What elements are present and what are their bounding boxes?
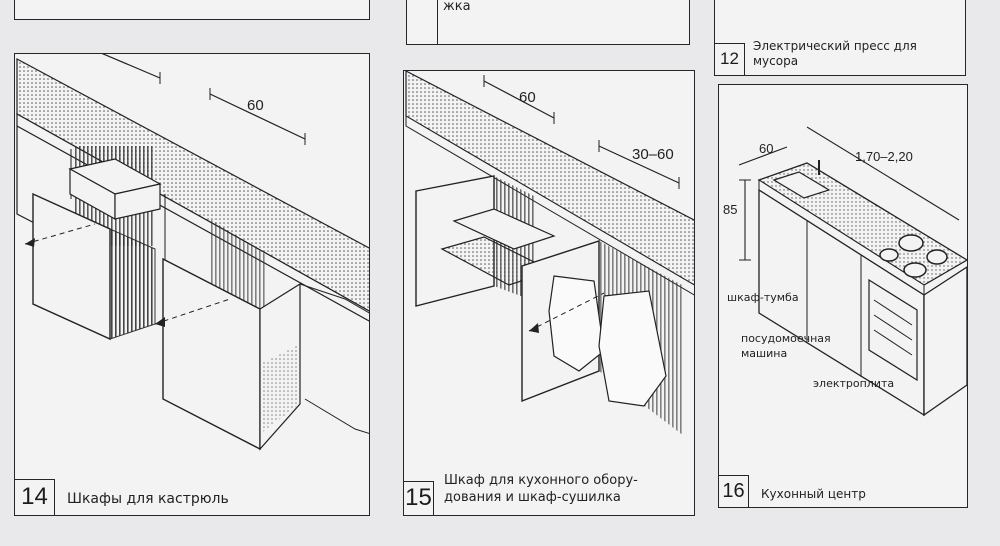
panel-16-label-dishwasher-2: машина [741,347,788,360]
panel-16-number: 16 [719,475,749,507]
panel-16-label-cabinet: шкаф-тумба [727,291,799,304]
towel-1 [548,275,605,372]
countertop [16,57,369,312]
panel-14-caption: Шкафы для кастрюль [67,491,229,507]
panel-16-label-stove: электроплита [813,377,895,390]
panel-16: 60 1,70–2,20 85 шкаф-тумба посудомоечная… [718,84,968,508]
panel-15-dim-a: 60 [519,89,536,106]
panel-15-number: 15 [404,481,434,515]
countertop [405,71,694,286]
shelf-upper [452,208,556,250]
towel-2 [598,290,667,407]
panel-16-label-dishwasher-1: посудомоечная [741,332,831,345]
top-middle-caption: жка [443,0,471,14]
panel-16-illustration [738,126,967,417]
hob-ring [879,248,899,262]
panel-16-caption: Кухонный центр [761,487,866,501]
panel-15-caption-line-1: Шкаф для кухонного обору- [444,473,638,488]
hob-ring [898,234,924,252]
panel-14-dim-b: 60 [247,97,264,114]
hob-ring [903,262,927,278]
panel-15-dim-b: 30–60 [632,146,674,163]
panel-12-number: 12 [715,43,745,75]
panel-15-illustration [405,71,694,436]
sink [772,171,831,199]
panel-14-number: 14 [15,479,55,515]
panel-14-dim-a: 60 [111,53,128,54]
panel-16-dim-height: 85 [723,202,738,217]
panel-15: 60 30–60 15 Шкаф для кухонного обору- до… [403,70,695,516]
top-left-panel-fragment [14,0,370,20]
panel-12-caption: Электрический пресс для мусора [753,39,917,68]
hob-ring [926,249,948,265]
top-middle-panel-fragment: жка [406,0,690,45]
panel-12: 12 Электрический пресс для мусора [714,0,966,76]
panel-14: 60 60 14 Шкафы для кастрюль [14,53,370,516]
panel-14-illustration [16,54,369,451]
panel-15-caption-line-2: дования и шкаф-сушилка [444,490,621,505]
top-middle-number-box [407,0,438,44]
panel-16-dim-depth: 60 [759,141,774,156]
panel-16-dim-length: 1,70–2,20 [855,149,913,164]
